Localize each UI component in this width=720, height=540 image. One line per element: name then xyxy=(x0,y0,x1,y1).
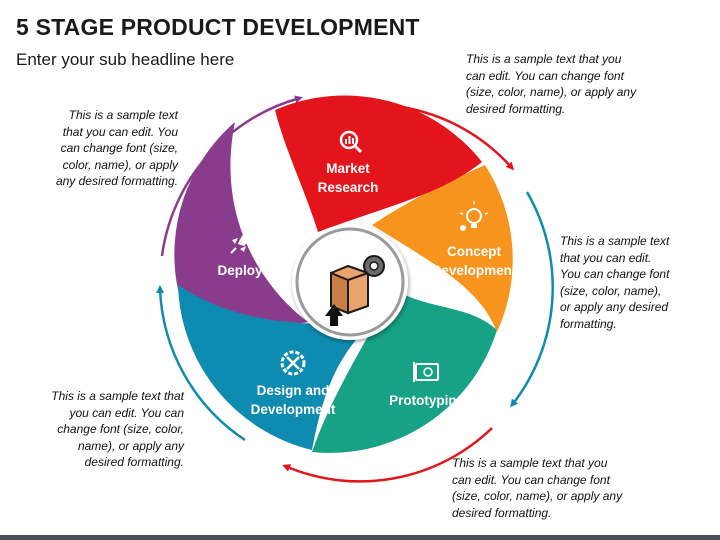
stage-design-and-development-label-line-1: Design and xyxy=(257,383,330,398)
page-title: 5 STAGE PRODUCT DEVELOPMENT xyxy=(16,14,420,40)
blueprint-icon xyxy=(413,362,439,382)
stage-market-research-label-line-2: Research xyxy=(318,180,379,195)
description-line: name), or apply any xyxy=(77,438,184,453)
description-line: This is a sample text that xyxy=(51,389,184,403)
stage-prototyping-segment xyxy=(312,290,497,453)
description-line: desired formatting. xyxy=(466,101,566,116)
description-line: This is a sample text that you xyxy=(466,52,622,66)
analytics-search-icon xyxy=(339,130,363,154)
description-line: This is a sample text xyxy=(560,234,670,248)
description-line: any desired formatting. xyxy=(55,174,178,188)
center-ring xyxy=(295,227,405,337)
stage-design-and-development-label-line-2: Development xyxy=(251,402,336,417)
cycle-arrow-left xyxy=(156,285,246,442)
tools-gear-icon xyxy=(280,350,306,376)
description-line: you can edit. You can xyxy=(69,405,184,420)
stage-prototyping-label: Prototyping xyxy=(389,393,465,408)
page-subtitle: Enter your sub headline here xyxy=(16,50,235,69)
description-line: You can change font xyxy=(560,267,670,281)
description-line: This is a sample text that you xyxy=(452,456,608,470)
description-line: can change font (size, xyxy=(60,141,178,155)
lightbulb-gear-icon xyxy=(459,201,489,231)
product-box-gear-icon xyxy=(325,255,385,326)
cycle-arrow-right xyxy=(510,191,554,408)
segments xyxy=(174,95,513,453)
stage-concept-development-label-line-1: Concept xyxy=(447,244,502,259)
description-bottom-left: This is a sample text that you can edit.… xyxy=(51,388,184,471)
description-line: or apply any desired xyxy=(560,300,669,314)
description-line: can edit. You can change font xyxy=(466,68,624,83)
description-bottom-right: This is a sample text that you can edit.… xyxy=(452,455,622,521)
description-line: (size, color, name), or apply any xyxy=(452,489,623,503)
stage-concept-development-segment xyxy=(372,165,513,332)
rocket-icon xyxy=(230,224,256,254)
stage-concept-development-label-line-2: Development xyxy=(432,263,517,278)
description-line: This is a sample text xyxy=(68,108,178,122)
description-line: that you can edit. xyxy=(560,250,652,265)
description-line: change font (size, color, xyxy=(57,422,184,436)
description-line: can edit. You can change font xyxy=(452,472,610,487)
cycle-arrow-bottom xyxy=(282,427,493,483)
description-line: desired formatting. xyxy=(84,455,184,469)
description-top-left: This is a sample text that you can edit.… xyxy=(56,107,178,190)
description-line: color, name), or apply xyxy=(62,157,178,172)
stage-deploy-segment xyxy=(174,122,308,327)
description-line: (size, color, name), or apply any xyxy=(466,85,637,99)
stage-deploy-label: Deploy xyxy=(217,263,263,278)
description-right: This is a sample text that you can edit.… xyxy=(560,233,669,332)
description-line: (size, color, name), xyxy=(560,283,662,298)
description-line: desired formatting. xyxy=(452,505,552,520)
stage-market-research-label-line-1: Market xyxy=(326,161,370,176)
description-line: that you can edit. You xyxy=(62,124,178,139)
footer-bar xyxy=(0,535,720,540)
description-line: formatting. xyxy=(560,316,617,331)
stage-market-research-segment xyxy=(275,95,482,232)
description-top-right: This is a sample text that you can edit.… xyxy=(466,51,636,117)
